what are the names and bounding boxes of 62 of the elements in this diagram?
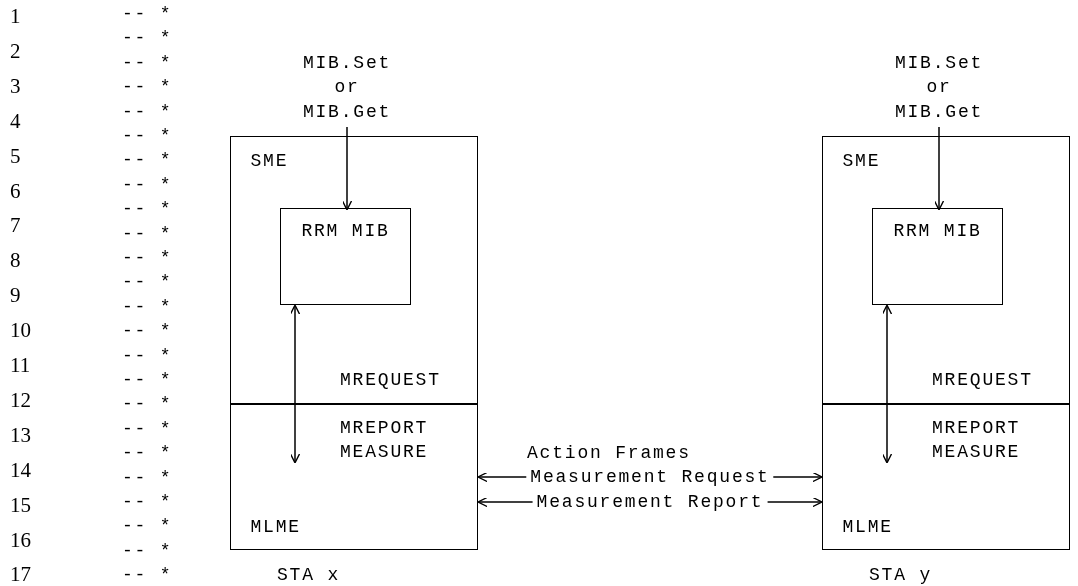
- comment-marker: -- *: [122, 369, 173, 392]
- comment-marker: -- *: [122, 320, 173, 344]
- comment-marker: -- *: [122, 222, 173, 246]
- primitive-label: MIB.Set or MIB.Get: [889, 51, 989, 127]
- line-number: 16: [10, 527, 31, 552]
- comment-marker: -- *: [122, 76, 173, 100]
- comment-marker: -- *: [122, 442, 173, 466]
- line-number: 15: [10, 492, 31, 517]
- line-number: 10: [10, 318, 31, 343]
- comment-marker: -- *: [122, 393, 173, 417]
- line-number: 5: [10, 143, 21, 168]
- comment-marker: -- *: [122, 491, 173, 514]
- comment-marker: -- *: [122, 51, 173, 75]
- arrow: [341, 126, 353, 211]
- line-number: 17: [10, 562, 31, 586]
- arrow: [289, 304, 301, 464]
- mib-box: RRM MIB: [280, 208, 411, 305]
- line-number: 8: [10, 248, 21, 273]
- comment-marker: -- *: [122, 271, 173, 295]
- comment-marker: -- *: [122, 466, 173, 490]
- primitive-name: MREPORT MEASURE: [340, 417, 430, 465]
- comment-marker: -- *: [122, 125, 173, 148]
- comment-marker: -- *: [122, 3, 173, 26]
- comment-marker: -- *: [122, 564, 173, 586]
- comment-marker: -- *: [122, 198, 173, 222]
- mib-box: RRM MIB: [872, 208, 1003, 305]
- comment-marker: -- *: [122, 515, 173, 539]
- line-number: 3: [10, 73, 21, 98]
- comment-marker: -- *: [122, 247, 173, 270]
- edge-label: Measurement Request: [526, 467, 774, 487]
- line-number: 12: [10, 387, 31, 412]
- line-number: 9: [10, 283, 21, 308]
- comment-marker: -- *: [122, 173, 173, 197]
- station-caption: STA x: [277, 564, 340, 586]
- edge-label: Measurement Report: [532, 492, 768, 512]
- station-caption: STA y: [869, 564, 932, 586]
- block-title: SME: [842, 149, 881, 173]
- line-number: 13: [10, 422, 31, 447]
- line-number: 7: [10, 213, 21, 238]
- group-heading: Action Frames: [527, 442, 691, 465]
- line-number: 2: [10, 38, 21, 63]
- arrow: [881, 304, 893, 464]
- block-title: SME: [250, 149, 289, 173]
- line-number: 11: [10, 353, 31, 377]
- comment-marker: -- *: [122, 149, 173, 173]
- comment-marker: -- *: [122, 539, 173, 563]
- primitive-label: MIB.Set or MIB.Get: [297, 51, 397, 127]
- line-number: 6: [10, 178, 21, 203]
- block-title: MLME: [250, 515, 301, 539]
- comment-marker: -- *: [122, 100, 173, 124]
- line-number: 4: [10, 108, 21, 133]
- comment-marker: -- *: [122, 344, 173, 368]
- comment-marker: -- *: [122, 417, 173, 441]
- comment-marker: -- *: [122, 295, 173, 319]
- line-number: 14: [10, 457, 31, 482]
- block-title: MLME: [842, 515, 893, 539]
- comment-marker: -- *: [122, 27, 173, 51]
- arrow: [933, 126, 945, 211]
- primitive-name: MREPORT MEASURE: [932, 417, 1022, 465]
- primitive-name: MREQUEST: [340, 369, 442, 392]
- line-number: 1: [10, 4, 21, 28]
- primitive-name: MREQUEST: [932, 369, 1034, 392]
